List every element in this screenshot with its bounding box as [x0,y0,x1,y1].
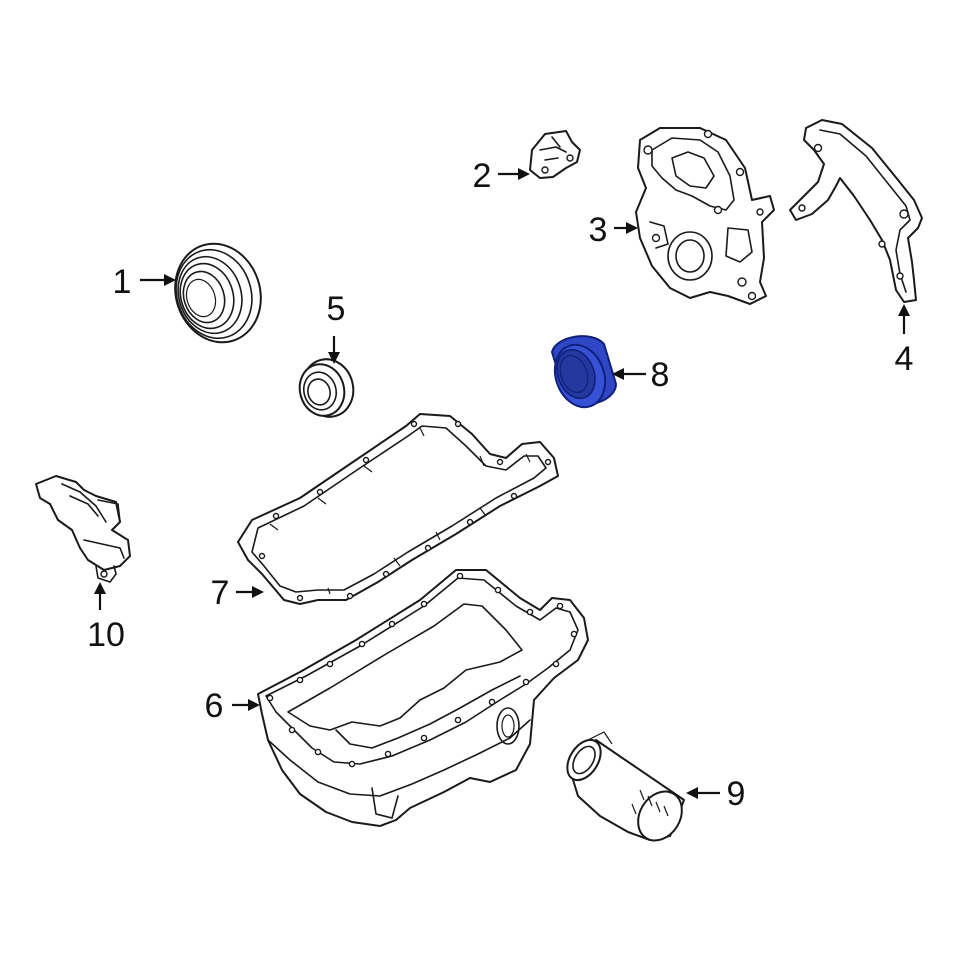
fuel-pump[interactable] [35,475,131,583]
timing-cover-gasket[interactable] [789,119,923,303]
callout-labels: 1 2 3 4 5 6 7 8 9 10 [87,157,913,813]
highlighted-seal-ring[interactable] [547,335,618,414]
callout-1[interactable]: 1 [113,263,132,301]
callout-6[interactable]: 6 [205,687,224,725]
callout-4[interactable]: 4 [895,340,914,378]
callout-5[interactable]: 5 [327,290,346,328]
oil-pan-gasket[interactable] [237,413,559,605]
callout-10[interactable]: 10 [87,616,125,654]
oil-pan[interactable] [257,569,589,827]
crankshaft-seal[interactable] [294,354,360,423]
timing-cover[interactable] [635,127,775,305]
oil-filter[interactable] [560,731,690,849]
callout-7[interactable]: 7 [211,574,230,612]
callout-2[interactable]: 2 [473,157,492,195]
callout-leaders [94,168,910,799]
bracket[interactable] [529,130,581,179]
callout-8[interactable]: 8 [651,356,670,394]
callout-9[interactable]: 9 [727,775,746,813]
callout-3[interactable]: 3 [589,211,608,249]
crankshaft-pulley[interactable] [163,232,274,353]
